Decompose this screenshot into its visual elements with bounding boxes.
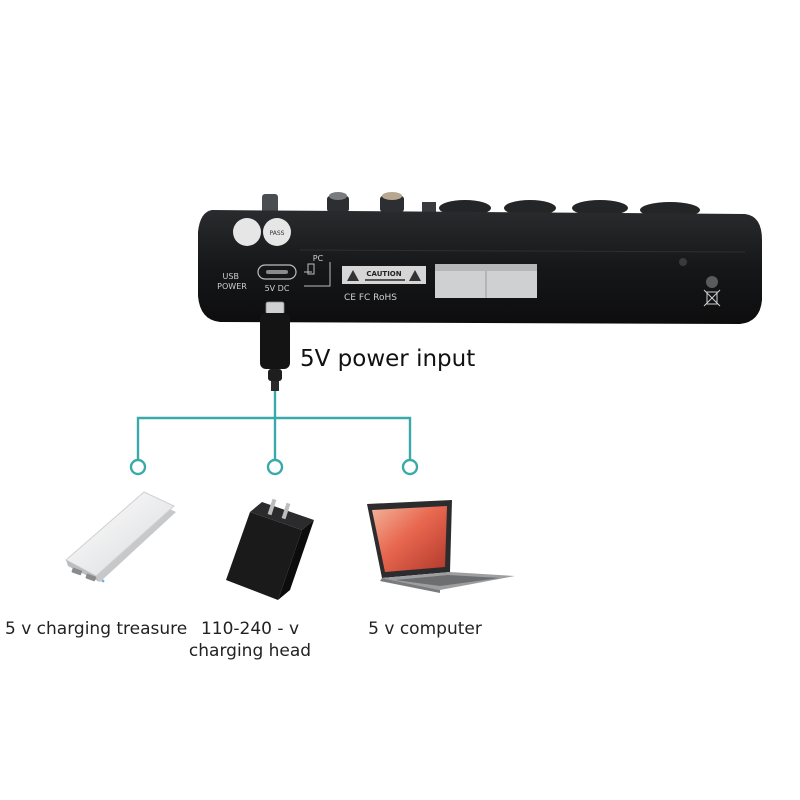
power-bank-label: 5 v charging treasure (5, 619, 188, 639)
dc-label: 5V DC (265, 284, 290, 293)
node-charging-head (266, 458, 284, 476)
audio-mixer: PASS USB POWER 5V DC PC CAUTION CE FC Ro… (198, 192, 762, 324)
pc-label: PC (313, 254, 324, 263)
charging-head-label: 110-240 - v charging head (188, 619, 312, 661)
usb-power-label: USB POWER (217, 272, 247, 291)
svg-text:PASS: PASS (270, 230, 285, 237)
usb-c-cable (260, 301, 290, 391)
connection-tree (129, 391, 419, 476)
laptop-image (367, 500, 515, 593)
caution-label: CAUTION (342, 266, 426, 284)
node-computer (401, 458, 419, 476)
ground-screw-icon (706, 276, 718, 288)
svg-text:CAUTION: CAUTION (366, 270, 401, 278)
spec-plate (435, 264, 537, 298)
weee-bin-icon (703, 289, 721, 307)
node-power-bank (129, 458, 147, 476)
usb-power-port: USB POWER 5V DC PC (217, 254, 331, 293)
power-bank-image (65, 491, 176, 583)
charging-head-image (226, 498, 314, 600)
qc-sticker: PASS (233, 218, 291, 246)
certification-marks: CE FC RoHS (344, 293, 397, 303)
screw-icon (679, 258, 687, 266)
power-input-label: 5V power input (300, 346, 476, 372)
computer-label: 5 v computer (368, 619, 482, 639)
